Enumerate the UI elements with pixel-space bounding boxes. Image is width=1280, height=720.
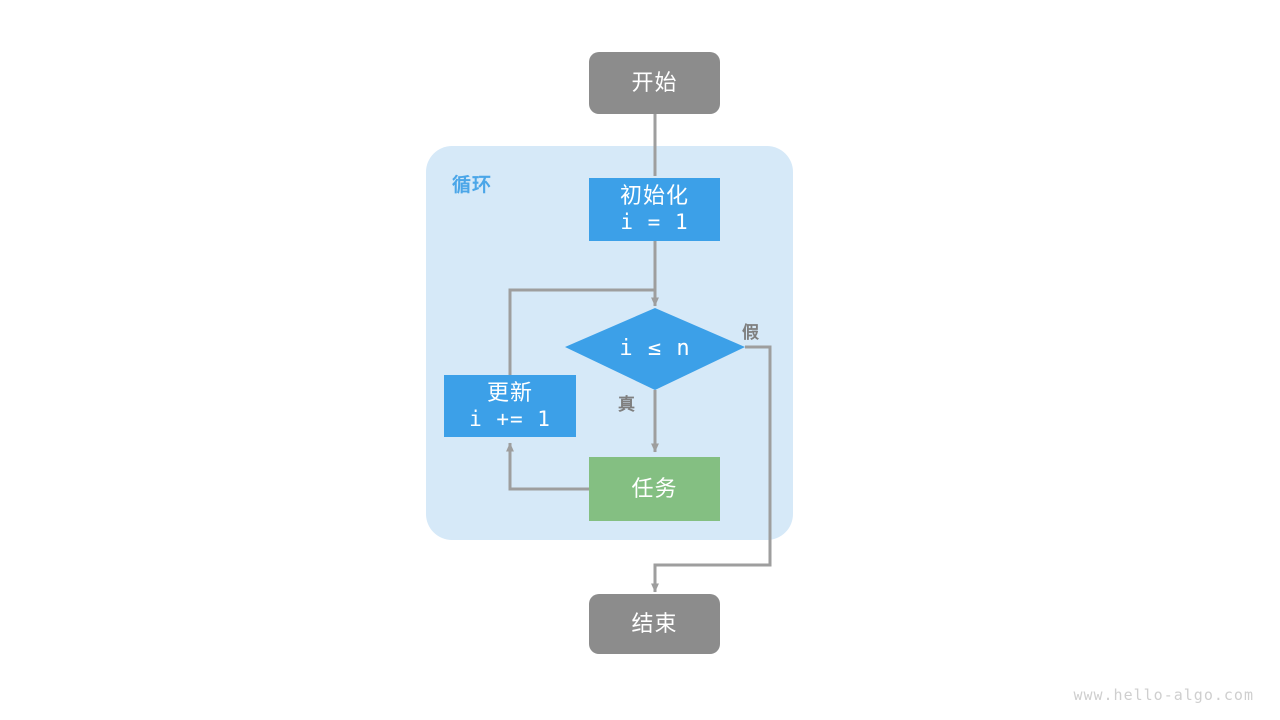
node-condition[interactable]	[565, 308, 745, 390]
edge-update-to-condition	[508, 288, 655, 375]
node-task[interactable]	[589, 457, 720, 521]
node-end[interactable]	[589, 594, 720, 654]
edge-task-to-update	[506, 442, 589, 491]
node-init[interactable]	[589, 178, 720, 241]
edge-condition-false-to-end	[651, 345, 772, 593]
node-start[interactable]	[589, 52, 720, 114]
node-update[interactable]	[444, 375, 576, 437]
